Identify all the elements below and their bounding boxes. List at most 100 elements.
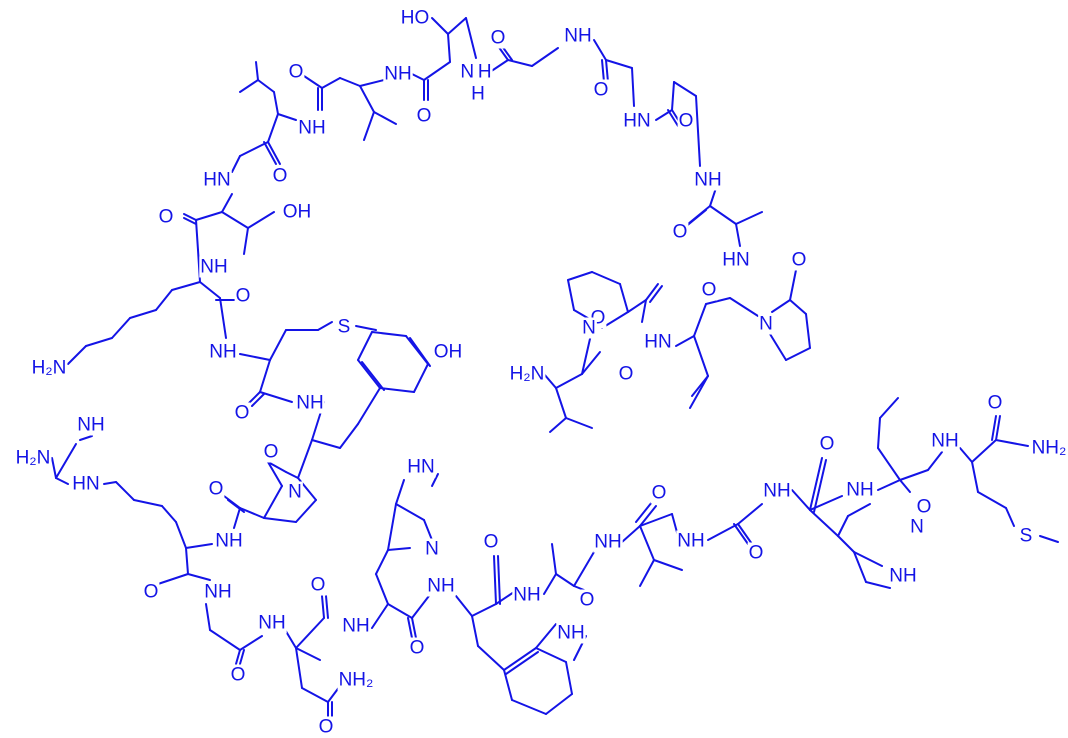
bond-line [263,517,297,523]
bond-line [489,59,509,73]
bond-line [269,329,287,361]
atom-label-background [512,584,542,606]
bond-line [567,271,593,281]
bond-line [567,279,575,311]
atom-label-background [581,317,597,339]
atom-label-background [930,430,960,452]
bond-line [653,559,683,571]
bond-line [301,687,329,703]
bond-line [103,481,117,485]
bond-line [789,299,807,315]
bond-line [735,211,763,225]
atom-label-nh-asn: NH [258,613,285,634]
atom-label-background [563,25,593,47]
bond-line [195,219,199,251]
atom-label-nh-gly: NH [564,26,591,47]
bond-line [477,645,505,671]
bond-line [267,141,281,165]
bond-line [339,77,361,87]
atom-label-o-18: O [231,665,246,686]
atom-label-o-16: O [209,479,224,500]
atom-label-background [747,542,765,564]
atom-label-background [14,447,52,469]
bond-line [55,443,77,479]
bond-line [507,59,533,67]
bond-line [573,585,585,591]
atom-label-background [30,357,68,379]
atom-label-background [700,279,718,301]
atom-label-background [790,249,808,271]
bond-line [693,335,709,377]
bond-line [357,331,373,361]
bond-line [581,351,601,375]
bond-line [375,549,389,575]
bond-line [395,479,405,505]
bond-line [239,507,265,519]
atom-label-o-1: O [289,62,304,83]
atom-label-background [408,637,426,659]
bond-line [673,81,697,97]
bond-line [505,651,539,675]
bond-line [111,317,131,339]
bond-line [295,499,317,523]
atom-label-o-23: O [580,590,595,611]
bond-line [543,373,557,389]
atom-label-o-21: O [410,638,425,659]
atom-label-o-20: O [319,717,334,738]
atom-label-background [676,530,706,552]
bond-line [239,353,271,361]
bond-line [447,33,451,63]
bond-line [239,635,263,651]
atom-label-background [157,206,175,228]
atom-label-o-25: O [749,543,764,564]
bond-line [171,281,201,291]
bond-line [837,535,855,553]
bond-line [243,227,249,255]
bond-line [361,361,385,391]
atom-label-nh-lys: NH [200,257,227,278]
bond-line [789,269,797,301]
bond-line [285,471,299,479]
bond-line [555,373,583,389]
bond-line [411,617,417,639]
bond-line [543,573,557,595]
atom-label-nh2-asn: NH₂ [339,670,374,691]
bond-line [605,59,633,69]
bond-line [605,59,609,83]
bond-line [813,459,827,513]
bond-line [535,623,557,649]
bond-line [115,481,135,501]
bond-line [409,337,431,367]
bond-line [565,417,593,429]
atom-label-background [643,331,673,353]
atom-label-background [229,664,247,686]
bond-line [67,345,87,365]
atom-label-background [677,110,695,132]
bond-line [85,337,113,347]
atom-label-background [76,414,106,436]
bond-line [209,629,241,651]
bond-line [235,649,241,665]
atom-label-background [257,612,287,634]
bond-line [303,75,323,89]
atom-label-background [482,531,500,553]
bond-line [51,457,57,479]
atom-label-nh-imine: NH [77,415,104,436]
atom-label-o-24: O [652,483,667,504]
atom-label-n-pro2: N [759,314,773,335]
atom-label-background [295,392,325,414]
atom-label-background [578,589,596,611]
bond-line [645,283,659,301]
atom-label-o-2: O [417,106,432,127]
atom-label-s-met2: S [1020,526,1033,547]
bond-line [639,513,673,527]
bond-line [771,299,791,313]
bond-line [219,297,227,339]
bond-line [263,485,283,519]
atom-label-background [287,61,305,83]
atom-label-o-19: O [311,575,326,596]
atom-label-o-5: O [679,111,694,132]
bond-line [431,17,449,35]
bond-line [129,309,157,319]
